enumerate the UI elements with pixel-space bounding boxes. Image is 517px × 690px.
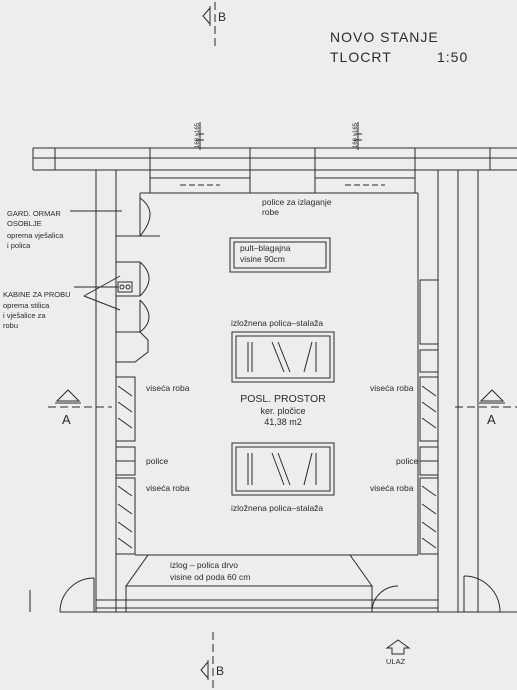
label-hanging-left-2: viseća roba [146, 483, 190, 493]
right-door-swing [463, 575, 501, 613]
left-outer-wall [95, 169, 117, 612]
title-scale: 1:50 [437, 49, 468, 65]
label-fitting-2: oprema stilica [3, 301, 50, 310]
right-wall-units [419, 279, 439, 555]
display-rack-bottom [231, 442, 335, 496]
section-marker-top: B [202, 2, 226, 50]
section-marker-left: A [48, 389, 112, 427]
title-line-2: TLOCRT [330, 49, 392, 65]
entrance-door-swing [371, 585, 399, 613]
label-shelves-left: police [146, 456, 168, 466]
section-marker-bottom: B [200, 632, 224, 690]
label-counter-1: pult–blagajna [240, 243, 291, 253]
left-door-swing [29, 577, 95, 613]
leader-lines [70, 210, 122, 311]
section-label-top: B [218, 10, 226, 24]
window-dimension-right: 160 / 165 [353, 122, 362, 150]
room-boundary [140, 192, 419, 555]
label-fitting-1: KABINE ZA PROBU [3, 290, 71, 299]
section-label-bottom: B [216, 664, 224, 678]
label-hanging-right-2: viseća roba [370, 483, 414, 493]
window-dimension-text-left: 160 / 165 [195, 122, 201, 148]
display-rack-top [231, 331, 335, 383]
right-outer-wall [437, 170, 479, 612]
fitting-cabins [116, 261, 150, 363]
left-hanging-rail-upper [115, 376, 136, 442]
label-fitting-4: robu [3, 321, 18, 330]
label-wardrobe-1: GARD. ORMAR [7, 209, 61, 218]
shopwindow-shelf [125, 554, 418, 587]
label-fitting-3: i vješalice za [3, 311, 46, 320]
label-shelves-right: police [396, 456, 418, 466]
cash-counter [229, 237, 331, 273]
window-dimension-text-right: 160 / 165 [353, 122, 359, 148]
section-label-left: A [62, 412, 71, 427]
label-rack-bottom: izložnena polica–stalaža [231, 503, 323, 513]
label-entrance: ULAZ [386, 657, 406, 666]
label-hanging-right-1: viseća roba [370, 383, 414, 393]
left-shelves [115, 446, 136, 476]
left-hanging-rail-lower [115, 477, 136, 555]
label-rack-top: izložnena polica–stalaža [231, 318, 323, 328]
entrance-arrow-icon [385, 639, 411, 655]
top-wall [32, 147, 517, 194]
label-shelves-display-2: robe [262, 207, 279, 217]
room-name: POSL. PROSTOR [240, 393, 326, 405]
label-hanging-left-1: viseća roba [146, 383, 190, 393]
title-line-1: NOVO STANJE [330, 29, 439, 45]
section-label-right: A [487, 412, 496, 427]
label-wardrobe-2: OSOBLJE [7, 219, 42, 228]
label-shopwindow-1: izlog – polica drvo [170, 560, 238, 570]
label-counter-2: visine 90cm [240, 254, 285, 264]
window-dimension-left: 160 / 165 [195, 122, 204, 150]
label-shopwindow-2: visine od poda 60 cm [170, 572, 250, 582]
room-area: 41,38 m2 [264, 417, 302, 427]
bottom-wall [60, 586, 517, 613]
wardrobe-partition [116, 193, 160, 237]
section-marker-right: A [455, 389, 517, 427]
label-shelves-display-1: police za izlaganje [262, 197, 332, 207]
label-wardrobe-4: i polica [7, 241, 31, 250]
label-wardrobe-3: oprema vješalica [7, 231, 64, 240]
room-finish: ker. pločice [260, 406, 305, 416]
